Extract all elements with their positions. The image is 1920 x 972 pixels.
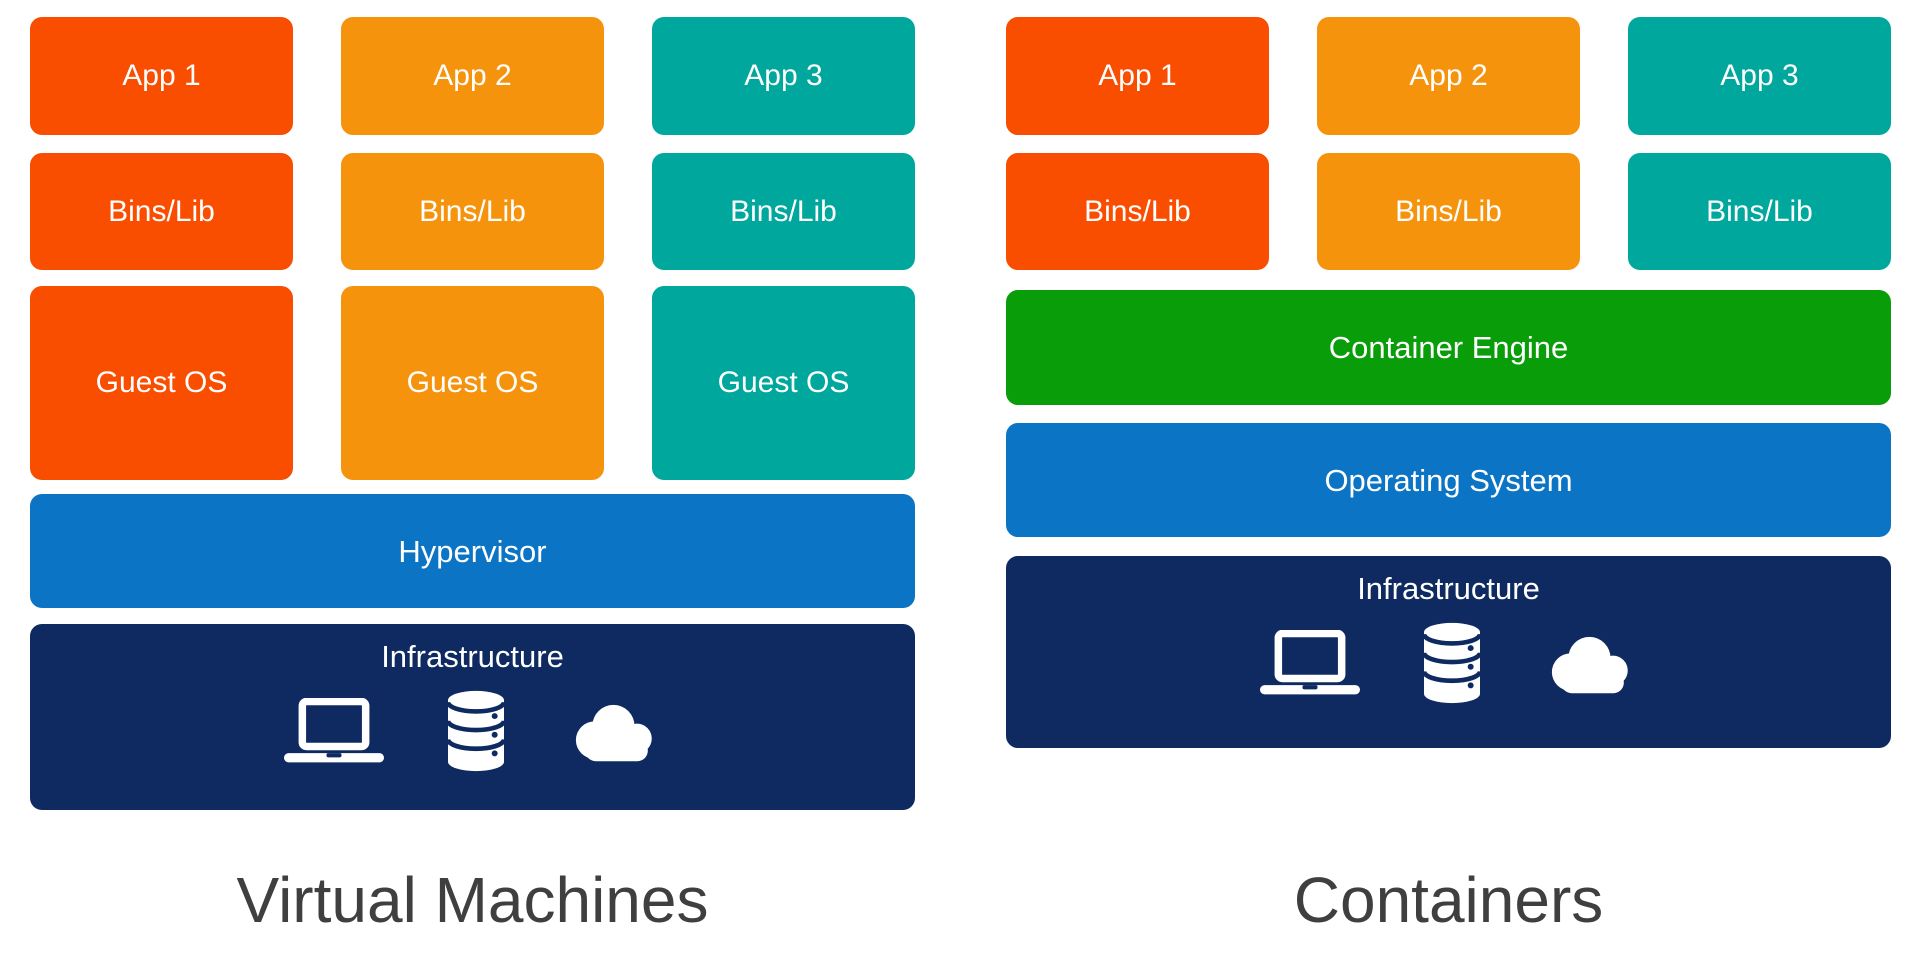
database-icon [1421,621,1482,705]
containers-app-row: App 1 App 2 App 3 [1006,17,1891,135]
database-icon [445,689,506,773]
vm-bins3-box: Bins/Lib [652,153,915,270]
containers-bins3-box: Bins/Lib [1628,153,1891,270]
vm-app1-box: App 1 [30,17,293,135]
vm-bins-row: Bins/Lib Bins/Lib Bins/Lib [30,153,915,270]
containers-app3-box: App 3 [1628,17,1891,135]
vm-bins1-box: Bins/Lib [30,153,293,270]
vm-guest3-box: Guest OS [652,286,915,480]
containers-title: Containers [1293,864,1604,936]
laptop-icon [1259,629,1360,697]
containers-app2-box: App 2 [1317,17,1580,135]
container-engine-bar: Container Engine [1006,290,1891,405]
vm-infrastructure-label: Infrastructure [381,639,564,674]
containers-infrastructure-icons [1259,621,1638,705]
laptop-icon [283,697,384,765]
containers-bins-row: Bins/Lib Bins/Lib Bins/Lib [1006,153,1891,270]
vm-app3-box: App 3 [652,17,915,135]
vm-guest1-box: Guest OS [30,286,293,480]
hypervisor-bar: Hypervisor [30,494,915,608]
operating-system-bar: Operating System [1006,423,1891,537]
vm-diagram: App 1 App 2 App 3 Bins/Lib Bins/Lib Bins… [30,17,915,810]
vm-infrastructure-icons [283,689,662,773]
vm-bins2-box: Bins/Lib [341,153,604,270]
cloud-icon [568,701,662,762]
containers-bins2-box: Bins/Lib [1317,153,1580,270]
cloud-icon [1544,633,1638,694]
containers-diagram: App 1 App 2 App 3 Bins/Lib Bins/Lib Bins… [1006,17,1891,748]
vm-app-row: App 1 App 2 App 3 [30,17,915,135]
containers-app1-box: App 1 [1006,17,1269,135]
vm-app2-box: App 2 [341,17,604,135]
containers-infrastructure-bar: Infrastructure [1006,556,1891,748]
containers-bins1-box: Bins/Lib [1006,153,1269,270]
containers-infrastructure-label: Infrastructure [1357,571,1540,606]
vm-infrastructure-bar: Infrastructure [30,624,915,810]
vm-guest2-box: Guest OS [341,286,604,480]
vm-title: Virtual Machines [236,864,709,936]
vm-guest-row: Guest OS Guest OS Guest OS [30,286,915,480]
